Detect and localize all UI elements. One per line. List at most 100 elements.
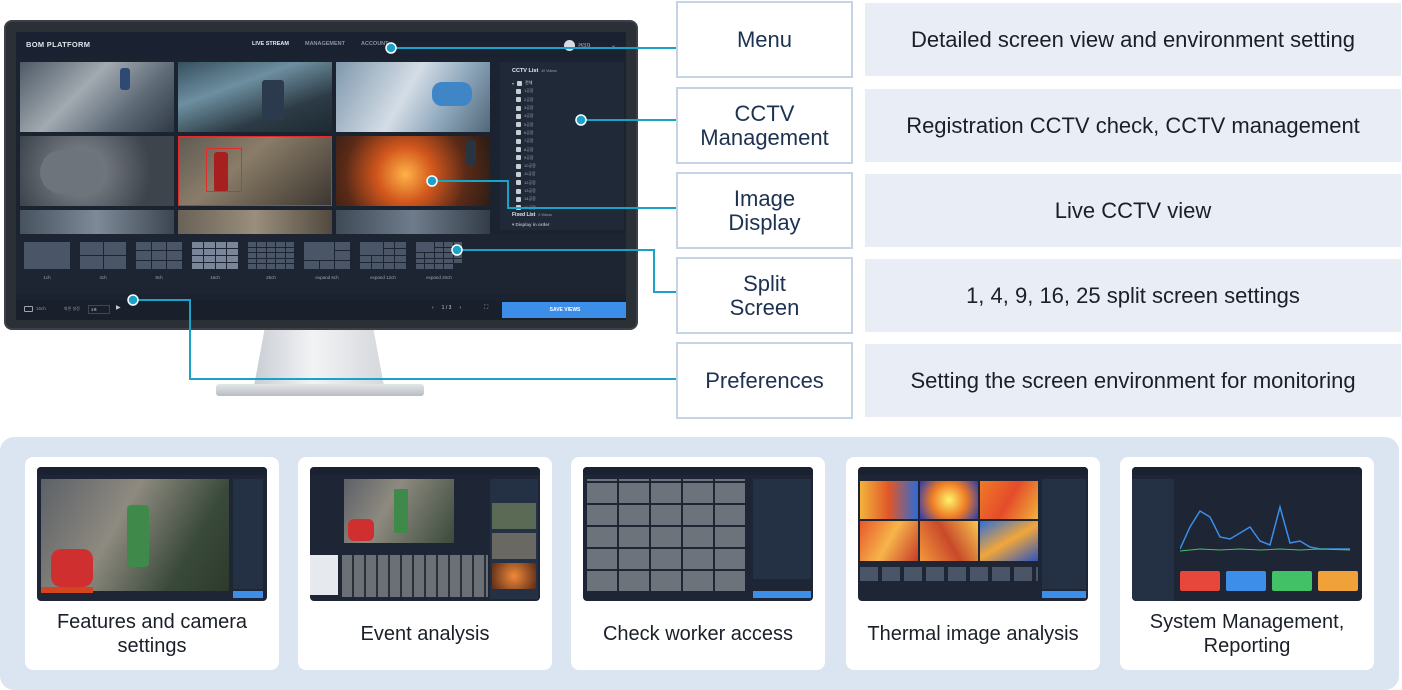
callout-preferences: Preferences bbox=[676, 342, 853, 419]
user-name: 관리자 bbox=[578, 42, 591, 48]
chevron-down-icon: ⌄ bbox=[611, 42, 617, 49]
cctv-tree-item[interactable]: 3공장 bbox=[516, 104, 616, 112]
desc-split-screen: 1, 4, 9, 16, 25 split screen settings bbox=[865, 259, 1401, 332]
checkbox[interactable] bbox=[516, 113, 521, 119]
avatar bbox=[564, 39, 575, 51]
monitor-stand bbox=[254, 330, 384, 386]
callout-split-screen: Split Screen bbox=[676, 257, 853, 334]
checkbox[interactable] bbox=[516, 163, 521, 169]
feature-card-event-analysis[interactable]: Event analysis bbox=[298, 457, 552, 670]
split-option-16ch[interactable]: 16ch bbox=[192, 242, 240, 288]
cctv-tree-item[interactable]: 15공장 bbox=[516, 203, 616, 211]
pager: ‹ 1 / 3 › bbox=[432, 305, 461, 311]
split-option-4ch[interactable]: 4ch bbox=[80, 242, 128, 288]
cctv-tree-item[interactable]: 8공장 bbox=[516, 145, 616, 153]
nav-account[interactable]: ACCOUNT bbox=[361, 41, 389, 47]
feature-card-camera-settings[interactable]: Features and camera settings bbox=[25, 457, 279, 670]
checkbox[interactable] bbox=[516, 205, 521, 211]
split-expand20-icon bbox=[416, 242, 462, 269]
detection-box bbox=[206, 148, 242, 192]
fullscreen-icon[interactable]: ⛶ bbox=[484, 305, 489, 311]
split-screen-bar: 1ch 4ch 9ch 16ch 25ch expand 6ch bbox=[16, 234, 626, 294]
camera-tile[interactable] bbox=[336, 210, 490, 234]
checkbox[interactable] bbox=[516, 147, 521, 153]
split-option-25ch[interactable]: 25ch bbox=[248, 242, 296, 288]
user-menu[interactable]: 관리자 ⌄ bbox=[564, 38, 622, 52]
camera-tile[interactable] bbox=[336, 62, 490, 132]
monitor-icon bbox=[24, 306, 33, 312]
app-logo: BOM PLATFORM bbox=[26, 40, 91, 49]
feature-card-system-reporting[interactable]: System Management, Reporting bbox=[1120, 457, 1374, 670]
cctv-tree-item[interactable]: 13공장 bbox=[516, 187, 616, 195]
checkbox[interactable] bbox=[516, 188, 521, 194]
cctv-tree-item[interactable]: 1공장 bbox=[516, 87, 616, 95]
cctv-tree-item[interactable]: 7공장 bbox=[516, 137, 616, 145]
camera-tile-alert[interactable] bbox=[178, 136, 332, 206]
feature-label: Check worker access bbox=[602, 623, 794, 645]
channel-count: 16ch bbox=[36, 306, 46, 311]
callout-cctv-management: CCTV Management bbox=[676, 87, 853, 164]
display-order-toggle[interactable]: ▾ Display in order bbox=[512, 222, 550, 227]
split-option-9ch[interactable]: 9ch bbox=[136, 242, 184, 288]
camera-tile[interactable] bbox=[20, 136, 174, 206]
feature-card-thermal-analysis[interactable]: Thermal image analysis bbox=[846, 457, 1100, 670]
desc-menu: Detailed screen view and environment set… bbox=[865, 3, 1401, 76]
camera-tile[interactable] bbox=[20, 210, 174, 234]
feature-card-worker-access[interactable]: Check worker access bbox=[571, 457, 825, 670]
checkbox[interactable] bbox=[516, 97, 521, 103]
checkbox[interactable] bbox=[516, 122, 521, 128]
checkbox[interactable] bbox=[516, 130, 521, 136]
feature-label: Thermal image analysis bbox=[867, 623, 1079, 645]
split-option-expand-6ch[interactable]: expand 6ch bbox=[304, 242, 352, 288]
camera-tile[interactable] bbox=[20, 62, 174, 132]
checkbox[interactable] bbox=[516, 180, 521, 186]
app-nav: LIVE STREAM MANAGEMENT ACCOUNT bbox=[252, 41, 389, 47]
platform-screen: BOM PLATFORM LIVE STREAM MANAGEMENT ACCO… bbox=[16, 32, 626, 320]
checkbox[interactable] bbox=[516, 105, 521, 111]
next-page-icon[interactable]: › bbox=[459, 305, 462, 311]
desc-image-display: Live CCTV view bbox=[865, 174, 1401, 247]
cctv-tree: ▾전체 1공장 2공장 3공장 4공장 5공장 6공장 7공장 8공장 9공장 … bbox=[512, 79, 616, 212]
camera-tile[interactable] bbox=[336, 136, 490, 206]
video-grid bbox=[20, 62, 492, 234]
feature-thumbnail bbox=[1132, 467, 1362, 601]
cctv-tree-item[interactable]: 10공장 bbox=[516, 162, 616, 170]
nav-management[interactable]: MANAGEMENT bbox=[304, 41, 346, 47]
save-views-button[interactable]: SAVE VIEWS bbox=[502, 302, 626, 318]
play-icon[interactable]: ▶ bbox=[116, 305, 121, 311]
cctv-tree-item[interactable]: 9공장 bbox=[516, 154, 616, 162]
prev-page-icon[interactable]: ‹ bbox=[432, 305, 434, 311]
cctv-tree-item[interactable]: 11공장 bbox=[516, 170, 616, 178]
split-4-icon bbox=[80, 242, 126, 269]
nav-live-stream[interactable]: LIVE STREAM bbox=[252, 41, 289, 47]
checkbox[interactable] bbox=[516, 138, 521, 144]
split-expand6-icon bbox=[304, 242, 350, 269]
checkbox[interactable] bbox=[516, 155, 521, 161]
split-16-icon bbox=[192, 242, 238, 269]
split-expand12-icon bbox=[360, 242, 406, 269]
split-option-expand-20ch[interactable]: expand 20ch bbox=[416, 242, 464, 288]
monitor: BOM PLATFORM LIVE STREAM MANAGEMENT ACCO… bbox=[4, 20, 638, 330]
app-footer: 16ch 화면 설정 3초 ▶ ‹ 1 / 3 › ⛶ SAVE VIEWS bbox=[16, 300, 626, 320]
cctv-tree-item[interactable]: 2공장 bbox=[516, 96, 616, 104]
split-option-1ch[interactable]: 1ch bbox=[24, 242, 72, 288]
cctv-tree-item[interactable]: 4공장 bbox=[516, 112, 616, 120]
checkbox[interactable] bbox=[516, 171, 521, 177]
app-header: BOM PLATFORM LIVE STREAM MANAGEMENT ACCO… bbox=[16, 32, 626, 58]
cctv-tree-item[interactable]: 5공장 bbox=[516, 120, 616, 128]
interval-select[interactable]: 3초 bbox=[88, 304, 110, 314]
checkbox[interactable] bbox=[516, 196, 521, 202]
cctv-tree-item[interactable]: 6공장 bbox=[516, 129, 616, 137]
cctv-tree-item[interactable]: 12공장 bbox=[516, 179, 616, 187]
cctv-tree-item[interactable]: 14공장 bbox=[516, 195, 616, 203]
callout-menu: Menu bbox=[676, 1, 853, 78]
camera-tile[interactable] bbox=[178, 210, 332, 234]
cctv-tree-root[interactable]: ▾전체 bbox=[512, 80, 533, 86]
checkbox[interactable] bbox=[516, 88, 521, 94]
camera-tile[interactable] bbox=[178, 62, 332, 132]
desc-preferences: Setting the screen environment for monit… bbox=[865, 344, 1401, 417]
checkbox[interactable] bbox=[517, 80, 523, 86]
split-option-expand-12ch[interactable]: expand 12ch bbox=[360, 242, 408, 288]
